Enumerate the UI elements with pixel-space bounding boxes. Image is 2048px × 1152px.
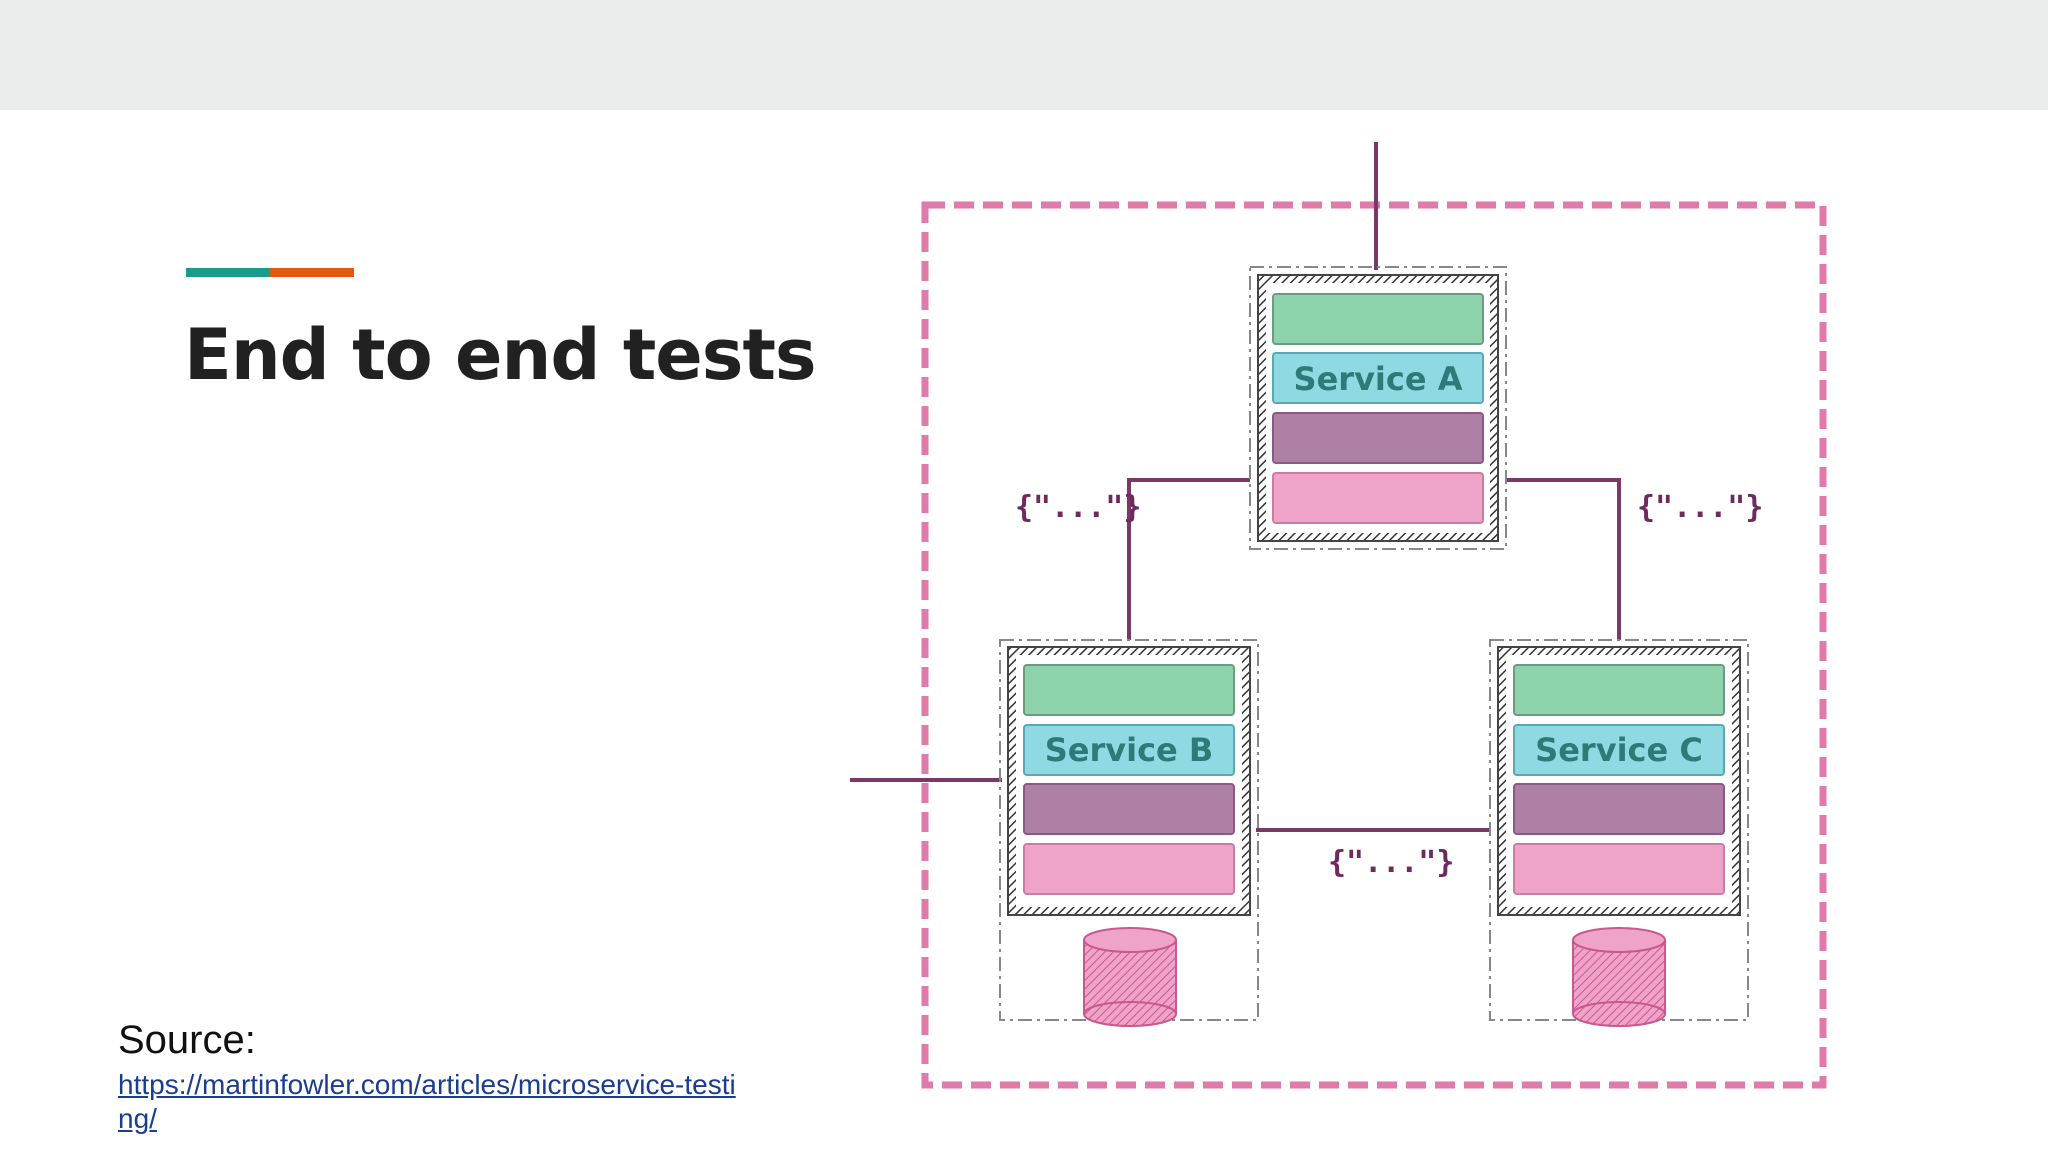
accent-teal: [186, 268, 270, 277]
payload-label-bc: {"..."}: [1328, 845, 1454, 880]
service-b-label: Service B: [1045, 731, 1214, 769]
service-c: Service C: [1489, 639, 1749, 1027]
source-link[interactable]: https://martinfowler.com/articles/micros…: [118, 1069, 736, 1134]
service-c-database-icon: [1572, 927, 1666, 1027]
source-label: Source:: [118, 1018, 256, 1062]
service-c-layer-4: [1513, 843, 1725, 895]
service-c-label: Service C: [1535, 731, 1703, 769]
slide-title: End to end tests: [184, 314, 817, 396]
service-b-layer-4: [1023, 843, 1235, 895]
service-a-layer-2: [1272, 352, 1484, 404]
service-a-layer-3: [1272, 412, 1484, 464]
service-b-layer-1: [1023, 664, 1235, 716]
service-b-database-icon: [1083, 927, 1177, 1027]
service-a-layer-1: [1272, 293, 1484, 345]
connector-a-b: [1127, 478, 1250, 640]
title-accent-bar: [186, 268, 354, 277]
connector-a-c: [1506, 478, 1621, 640]
accent-orange: [270, 268, 354, 277]
payload-label-ac: {"..."}: [1637, 490, 1763, 525]
service-c-layer-3: [1513, 783, 1725, 835]
service-b-layer-3: [1023, 783, 1235, 835]
service-a-container: [1249, 266, 1507, 550]
service-c-layer-2: [1513, 724, 1725, 776]
top-bar: [0, 0, 2048, 110]
service-a: Service A: [1249, 266, 1507, 550]
service-a-layer-4: [1272, 472, 1484, 524]
payload-label-ab: {"..."}: [1015, 490, 1141, 525]
service-b: Service B: [999, 639, 1259, 1027]
service-a-label: Service A: [1294, 360, 1463, 398]
service-b-layer-2: [1023, 724, 1235, 776]
service-c-layer-1: [1513, 664, 1725, 716]
architecture-diagram: {"..."} {"..."} {"..."} Service A Servic…: [850, 142, 1827, 1089]
